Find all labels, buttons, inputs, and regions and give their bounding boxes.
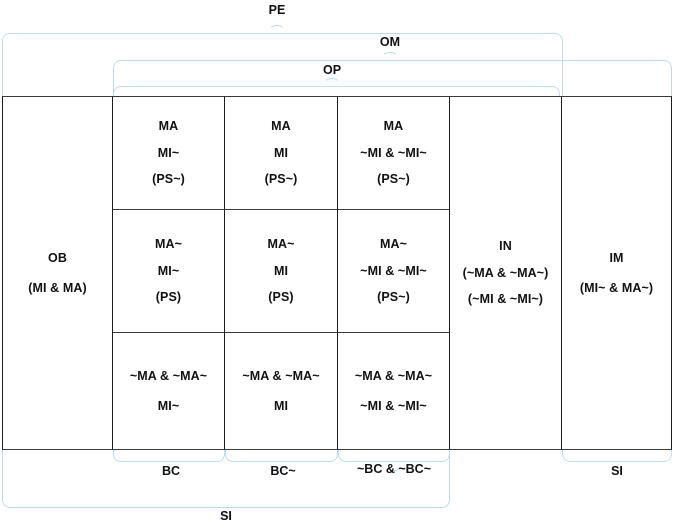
cell-in-line-3: (~MI & ~MI~) (467, 292, 544, 307)
cell-r3c3: ~MA & ~MA~ ~MI & ~MI~ (338, 333, 450, 450)
bracket-pe-nub (269, 25, 285, 34)
cell-r3c2-line-2: MI (273, 399, 289, 413)
bracket-bc-tilde (225, 450, 338, 462)
cell-r1c1-line-1: MA (158, 119, 179, 134)
cell-r2c2-line-1: MA~ (267, 237, 295, 252)
cell-r2c1-line-3: (PS) (155, 290, 182, 305)
cell-r1c2-line-3: (PS~) (264, 172, 298, 187)
cell-r2c3-line-3: (PS~) (377, 290, 410, 305)
cell-r2c2-line-2: MI (273, 263, 289, 278)
bracket-bc-tilde-nub (273, 462, 289, 471)
cell-r1c3: MA ~MI & ~MI~ (PS~) (338, 96, 450, 210)
bracket-op-nub (324, 78, 340, 87)
bracket-bc-neg-nub (386, 462, 402, 471)
bracket-op (113, 86, 560, 96)
cell-r1c2-line-2: MI (273, 145, 289, 160)
bracket-si-right-nub (609, 462, 625, 471)
bracket-label-om: OM (379, 35, 401, 49)
cell-r2c2-line-3: (PS) (268, 290, 294, 305)
bracket-si-left-nub (218, 508, 234, 517)
cell-r2c2: MA~ MI (PS) (225, 210, 338, 333)
cell-r1c3-line-2: ~MI & ~MI~ (360, 145, 427, 160)
cell-r1c3-line-1: MA (383, 119, 404, 134)
cell-r3c2: ~MA & ~MA~ MI (225, 333, 338, 450)
cell-r2c1-line-1: MA~ (154, 237, 183, 252)
cell-ob: OB (MI & MA) (2, 96, 113, 450)
cell-in-line-1: IN (499, 239, 512, 254)
cell-r2c1: MA~ MI~ (PS) (113, 210, 225, 333)
bracket-label-pe: PE (268, 3, 286, 17)
cell-r1c1: MA MI~ (PS~) (113, 96, 225, 210)
cell-im: IM (MI~ & MA~) (562, 96, 672, 450)
bracket-bc-nub (161, 462, 177, 471)
cell-in: IN (~MA & ~MA~) (~MI & ~MI~) (450, 96, 562, 450)
cell-r1c1-line-2: MI~ (157, 145, 180, 160)
cell-r2c3: MA~ ~MI & ~MI~ (PS~) (338, 210, 450, 333)
cell-r2c1-line-2: MI~ (157, 263, 180, 278)
bracket-label-bc-tilde: BC~ (270, 464, 296, 478)
cell-r3c2-line-1: ~MA & ~MA~ (242, 368, 320, 383)
cell-im-line-2: (MI~ & MA~) (579, 281, 654, 295)
bracket-label-si-left: SI (220, 509, 232, 523)
bracket-si-right (562, 450, 672, 462)
cell-r3c1-line-2: MI~ (157, 399, 180, 413)
cell-in-line-2: (~MA & ~MA~) (462, 265, 549, 280)
cell-ob-line-2: (MI & MA) (28, 281, 87, 295)
cell-r3c1-line-1: ~MA & ~MA~ (129, 368, 208, 383)
bracket-bc (113, 450, 225, 462)
cell-r2c3-line-2: ~MI & ~MI~ (360, 263, 427, 278)
cell-r1c2: MA MI (PS~) (225, 96, 338, 210)
cell-im-line-1: IM (609, 250, 624, 265)
cell-ob-line-1: OB (48, 250, 67, 265)
cell-r1c1-line-3: (PS~) (152, 172, 185, 187)
bracket-label-op: OP (322, 63, 342, 77)
bracket-label-bc-neg: ~BC & ~BC~ (357, 462, 431, 476)
cell-r2c3-line-1: MA~ (379, 237, 408, 252)
bracket-si-left (2, 450, 450, 508)
bracket-label-si-right: SI (611, 464, 623, 478)
cell-r1c2-line-1: MA (271, 119, 291, 134)
cell-r1c3-line-3: (PS~) (377, 172, 410, 187)
bracket-om-nub (382, 52, 398, 61)
cell-r3c1: ~MA & ~MA~ MI~ (113, 333, 225, 450)
cell-r3c3-line-2: ~MI & ~MI~ (360, 399, 427, 413)
bracket-label-bc: BC (161, 464, 181, 478)
cell-r3c3-line-1: ~MA & ~MA~ (354, 368, 433, 383)
